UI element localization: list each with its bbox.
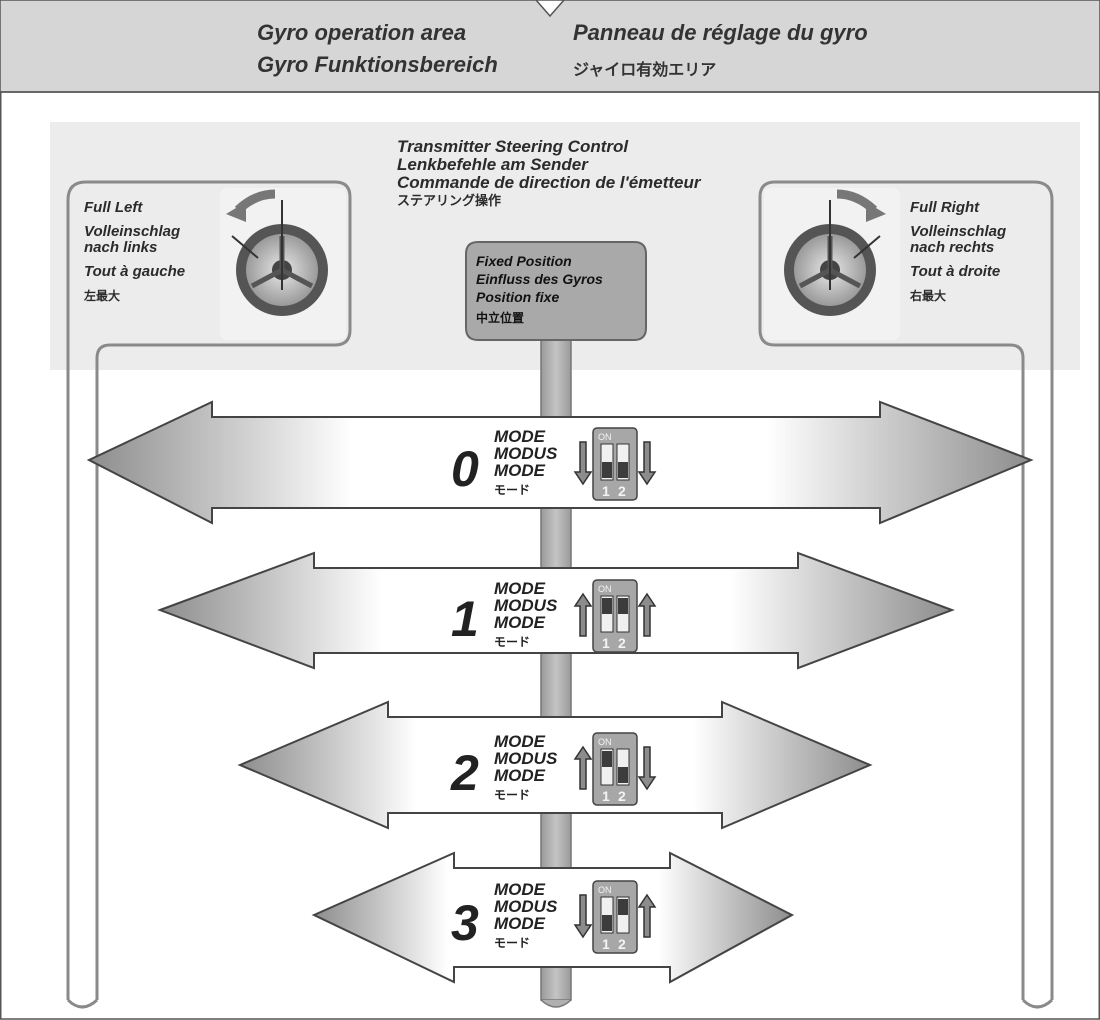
dip-on-label: ON (598, 584, 612, 594)
page-frame (0, 91, 1100, 1020)
mode-2-range-arrow (237, 700, 873, 830)
header-title-jp: ジャイロ有効エリア (573, 62, 717, 79)
mode-3-range-arrow (311, 851, 795, 984)
right-rail (758, 180, 1054, 1000)
mode-1-number: 1 (451, 591, 479, 647)
full-left-de-line2: nach links (84, 239, 158, 256)
dip-number-1: 1 (602, 483, 610, 499)
header-title-fr: Panneau de réglage du gyro (573, 20, 868, 45)
mode-0-label-jp: モード (494, 483, 531, 497)
left-rail-end (66, 998, 99, 1009)
steering-title-fr: Commande de direction de l'émetteur (397, 173, 701, 192)
steering-title-en: Transmitter Steering Control (397, 137, 629, 156)
dip-switch-2-arrow-down-icon (637, 441, 657, 486)
right-rail-end (1021, 998, 1054, 1009)
mode-1-range-arrow (157, 551, 955, 670)
dip-knob-1 (602, 598, 612, 614)
full-right-jp: 右最大 (910, 289, 947, 303)
header-notch (535, 0, 565, 18)
mode-3-number: 3 (451, 895, 479, 951)
fixed-position-callout (465, 241, 647, 341)
mode-1-label-en: MODE (494, 579, 545, 598)
mode-3-label-de: MODUS (494, 897, 558, 916)
dip-switch-1-arrow-down-icon (573, 894, 593, 939)
dip-switch-2-arrow-up-icon (637, 592, 657, 637)
dip-knob-2 (618, 462, 628, 478)
dip-switch-2-arrow-down-icon (637, 746, 657, 791)
mode-2-number: 2 (451, 745, 479, 801)
mode-3-label-fr: MODE (494, 914, 545, 933)
dip-knob-2 (618, 899, 628, 915)
steering-wheel-left-image (220, 188, 346, 340)
mode-2-label-en: MODE (494, 732, 545, 751)
mode-3-label-jp: モード (494, 936, 531, 950)
dip-on-label: ON (598, 432, 612, 442)
full-right-de-line2: nach rechts (910, 239, 995, 256)
dip-number-1: 1 (602, 635, 610, 651)
dip-on-label: ON (598, 885, 612, 895)
left-rail (66, 180, 352, 1000)
dip-switch-2-arrow-up-icon (637, 893, 657, 938)
dip-number-2: 2 (618, 635, 626, 651)
header-title-de: Gyro Funktionsbereich (257, 52, 498, 77)
mode-3-label-en: MODE (494, 880, 545, 899)
dip-knob-1 (602, 751, 612, 767)
full-right-de-line1: Volleinschlag (910, 223, 1007, 240)
mode-2-label-jp: モード (494, 788, 531, 802)
center-tube-end (540, 999, 572, 1008)
full-right-en: Full Right (910, 199, 980, 216)
dip-knob-2 (618, 598, 628, 614)
mode-0-label-de: MODUS (494, 444, 558, 463)
steering-title-de: Lenkbefehle am Sender (397, 155, 588, 174)
full-right-fr: Tout à droite (910, 263, 1001, 280)
fixed-position-jp: 中立位置 (476, 311, 525, 325)
mode-1-label-jp: モード (494, 635, 531, 649)
dip-number-2: 2 (618, 936, 626, 952)
full-left-de-line1: Volleinschlag (84, 223, 181, 240)
dip-on-label: ON (598, 737, 612, 747)
fixed-position-fr: Position fixe (476, 289, 560, 305)
fixed-position-en: Fixed Position (476, 253, 572, 269)
fixed-position-de: Einfluss des Gyros (476, 271, 603, 287)
mode-1-label-de: MODUS (494, 596, 558, 615)
full-left-jp: 左最大 (84, 289, 121, 303)
steering-title-jp: ステアリング操作 (397, 193, 502, 208)
dip-number-2: 2 (618, 483, 626, 499)
mode-0-label-en: MODE (494, 427, 545, 446)
steering-wheel-right-image (764, 188, 900, 340)
dip-switch-1-arrow-up-icon (573, 745, 593, 790)
mode-2-label-de: MODUS (494, 749, 558, 768)
mode-0-number: 0 (451, 441, 479, 497)
mode-0-label-fr: MODE (494, 461, 545, 480)
full-left-fr: Tout à gauche (84, 263, 186, 280)
dip-number-1: 1 (602, 788, 610, 804)
header-title-en: Gyro operation area (257, 20, 467, 45)
dip-number-2: 2 (618, 788, 626, 804)
dip-switch-1-arrow-down-icon (573, 441, 593, 486)
dip-number-1: 1 (602, 936, 610, 952)
mode-1-label-fr: MODE (494, 613, 545, 632)
dip-switch-1-arrow-up-icon (573, 592, 593, 637)
mode-0-range-arrow (86, 400, 1034, 525)
dip-knob-1 (602, 915, 612, 931)
full-left-en: Full Left (84, 199, 143, 216)
dip-knob-1 (602, 462, 612, 478)
mode-2-label-fr: MODE (494, 766, 545, 785)
dip-knob-2 (618, 767, 628, 783)
